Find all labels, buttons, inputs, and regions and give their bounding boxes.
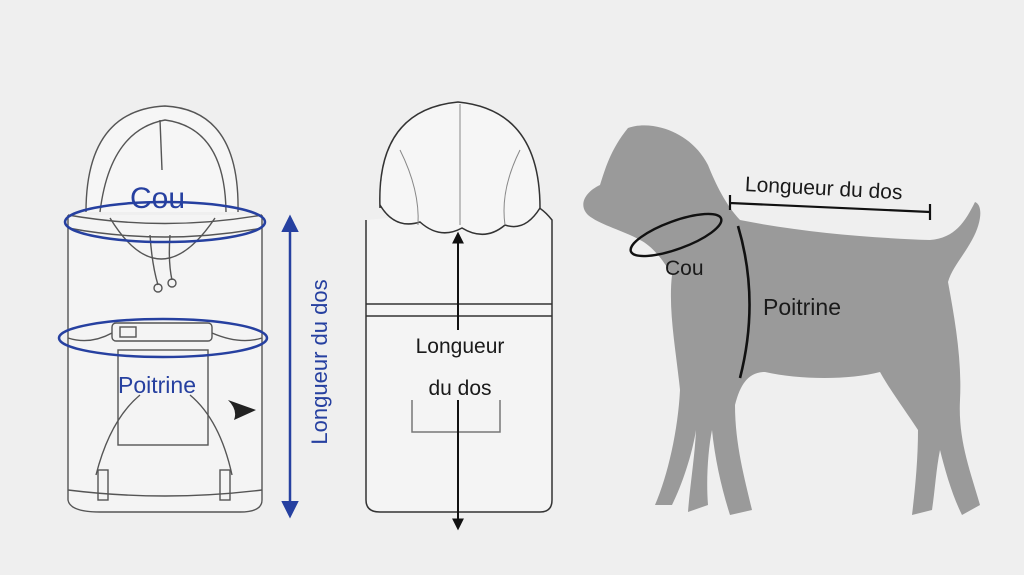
hoodie-front-sketch: [67, 105, 263, 513]
hoodie-back-length-label-center: Longueur du dos: [400, 326, 520, 410]
dog-chest-label: Poitrine: [763, 294, 841, 320]
hoodie-back-length-label: Longueur du dos: [307, 279, 332, 445]
dog-back-length-line: [728, 195, 932, 220]
hoodie-back-length-line1: Longueur: [415, 335, 505, 358]
dog-chest-measure-line: [736, 225, 751, 379]
buckle-tab-icon: [228, 400, 256, 420]
hoodie-back-length-line2: du dos: [428, 377, 492, 400]
neck-measure-ellipse: [63, 200, 267, 244]
dog-silhouette: [583, 125, 981, 515]
hoodie-chest-label: Poitrine: [118, 372, 196, 398]
chest-measure-ellipse: [57, 317, 269, 359]
dog-neck-label: Cou: [665, 257, 704, 280]
hoodie-neck-label: Cou: [130, 182, 186, 215]
dog-neck-measure-ellipse: [629, 212, 723, 258]
